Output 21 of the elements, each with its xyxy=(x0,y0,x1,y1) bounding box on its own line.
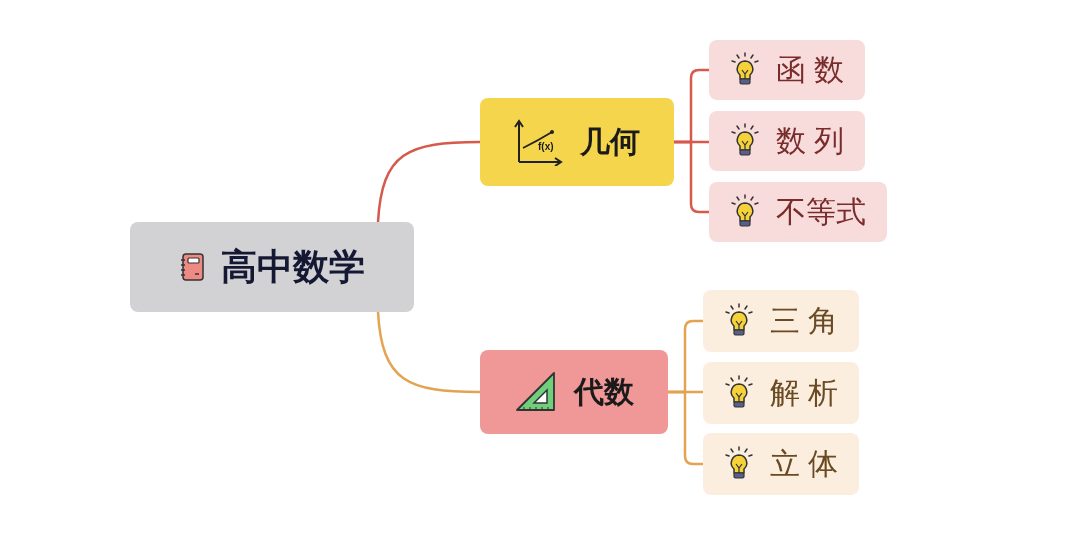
subtopic-box xyxy=(709,111,865,171)
topic-text: 解 析 xyxy=(769,378,839,408)
root-topic-box xyxy=(130,222,414,312)
topic-text: 函 数 xyxy=(775,55,845,85)
subtopic-box xyxy=(703,290,859,352)
subtopic-box xyxy=(709,182,887,242)
function-label: f(x) xyxy=(538,142,554,152)
topic-text: 不等式 xyxy=(776,197,866,227)
connector-line xyxy=(376,140,480,223)
topic-text: 数 列 xyxy=(775,126,845,156)
topic-text: 高中数学 xyxy=(221,249,365,285)
connector-line xyxy=(376,311,480,394)
subtopic-box xyxy=(709,40,865,100)
subtopic-box xyxy=(703,362,859,424)
branch-topic-box xyxy=(480,98,674,186)
topic-text: 三 角 xyxy=(769,306,839,336)
topic-text: 立 体 xyxy=(769,449,839,479)
topic-text: 代数 xyxy=(574,377,634,407)
subtopic-box xyxy=(703,433,859,495)
branch-topic-box xyxy=(480,350,668,434)
topic-text: 几何 xyxy=(580,127,640,157)
